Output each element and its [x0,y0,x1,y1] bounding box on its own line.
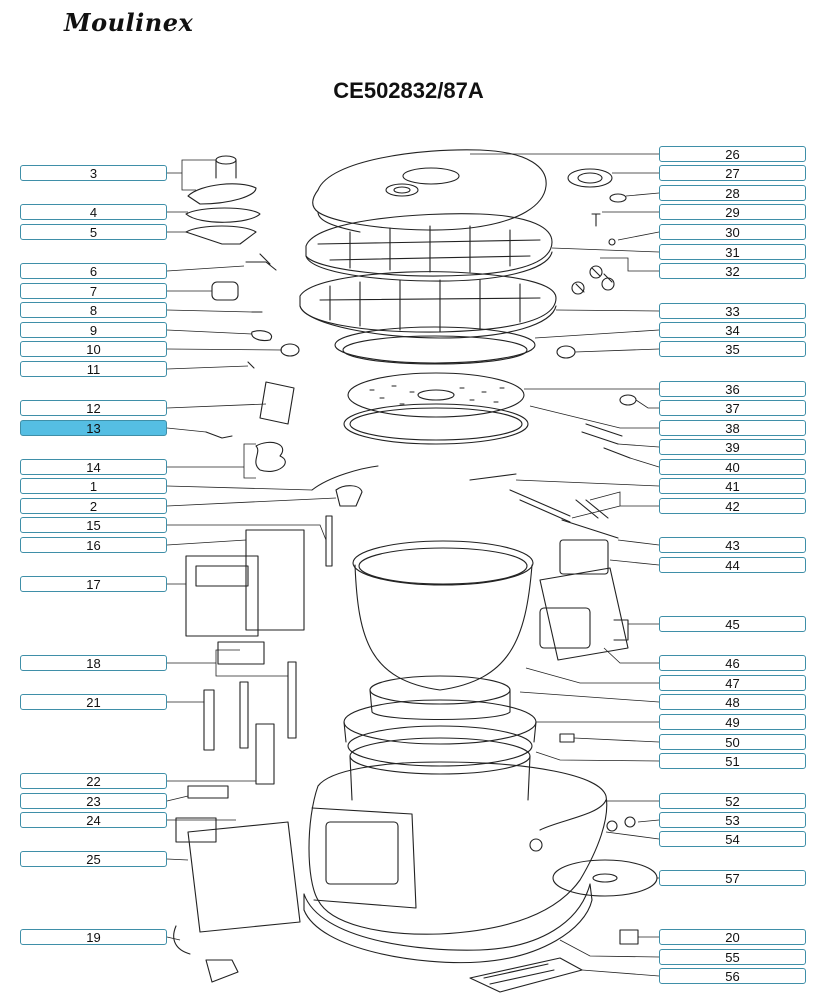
part-label-38[interactable]: 38 [659,420,806,436]
part-label-29[interactable]: 29 [659,204,806,220]
cooking-bowl-drawing [352,540,534,691]
valve-parts-drawing [469,168,639,945]
part-label-21[interactable]: 21 [20,694,167,710]
part-label-51[interactable]: 51 [659,753,806,769]
part-label-52[interactable]: 52 [659,793,806,809]
seal-ring-drawing [299,271,557,339]
part-label-1[interactable]: 1 [20,478,167,494]
part-label-50[interactable]: 50 [659,734,806,750]
part-label-53[interactable]: 53 [659,812,806,828]
part-label-49[interactable]: 49 [659,714,806,730]
part-label-56[interactable]: 56 [659,968,806,984]
part-label-41[interactable]: 41 [659,478,806,494]
lid-top-drawing [312,149,547,233]
part-label-54[interactable]: 54 [659,831,806,847]
part-label-57[interactable]: 57 [659,870,806,886]
part-label-37[interactable]: 37 [659,400,806,416]
part-label-40[interactable]: 40 [659,459,806,475]
part-label-7[interactable]: 7 [20,283,167,299]
part-label-26[interactable]: 26 [659,146,806,162]
part-label-23[interactable]: 23 [20,793,167,809]
part-label-22[interactable]: 22 [20,773,167,789]
part-label-27[interactable]: 27 [659,165,806,181]
part-label-14[interactable]: 14 [20,459,167,475]
part-label-46[interactable]: 46 [659,655,806,671]
heating-plate-drawing [369,675,511,721]
base-drawing [469,957,583,993]
inner-plate-drawing [334,326,536,365]
part-label-19[interactable]: 19 [20,929,167,945]
part-label-39[interactable]: 39 [659,439,806,455]
part-label-17[interactable]: 17 [20,576,167,592]
part-label-42[interactable]: 42 [659,498,806,514]
part-label-2[interactable]: 2 [20,498,167,514]
part-label-48[interactable]: 48 [659,694,806,710]
part-label-43[interactable]: 43 [659,537,806,553]
part-label-47[interactable]: 47 [659,675,806,691]
part-label-10[interactable]: 10 [20,341,167,357]
part-label-18[interactable]: 18 [20,655,167,671]
gasket-drawing [343,403,529,445]
part-label-4[interactable]: 4 [20,204,167,220]
part-label-16[interactable]: 16 [20,537,167,553]
part-label-3[interactable]: 3 [20,165,167,181]
part-label-55[interactable]: 55 [659,949,806,965]
part-label-34[interactable]: 34 [659,322,806,338]
part-label-25[interactable]: 25 [20,851,167,867]
part-label-8[interactable]: 8 [20,302,167,318]
body-rings-drawing [343,699,537,801]
part-label-28[interactable]: 28 [659,185,806,201]
part-label-31[interactable]: 31 [659,244,806,260]
part-label-33[interactable]: 33 [659,303,806,319]
inner-lid-drawing [305,213,553,282]
part-label-11[interactable]: 11 [20,361,167,377]
part-label-12[interactable]: 12 [20,400,167,416]
part-label-13-selected[interactable]: 13 [20,420,167,436]
leader-lines [166,153,660,977]
part-label-15[interactable]: 15 [20,517,167,533]
part-label-5[interactable]: 5 [20,224,167,240]
part-label-45[interactable]: 45 [659,616,806,632]
part-label-9[interactable]: 9 [20,322,167,338]
left-parts-drawing [173,155,379,983]
part-label-36[interactable]: 36 [659,381,806,397]
fan-plate-drawing [552,859,658,897]
model-title: CE502832/87A [333,78,484,103]
part-label-24[interactable]: 24 [20,812,167,828]
part-label-20[interactable]: 20 [659,929,806,945]
part-label-35[interactable]: 35 [659,341,806,357]
brand-logo: Moulinex [64,8,194,37]
part-label-44[interactable]: 44 [659,557,806,573]
steam-plate-drawing [347,372,525,418]
housing-body-drawing [303,761,608,964]
part-label-6[interactable]: 6 [20,263,167,279]
part-label-30[interactable]: 30 [659,224,806,240]
part-label-32[interactable]: 32 [659,263,806,279]
